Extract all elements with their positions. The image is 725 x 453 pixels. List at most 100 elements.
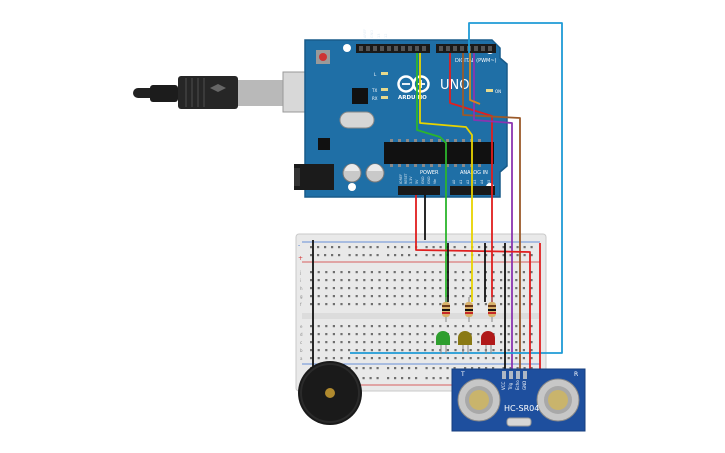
breadboard-hole [523,246,526,249]
breadboard-hole [432,246,435,249]
breadboard-hole [386,325,389,328]
svg-text:e: e [300,324,303,329]
breadboard-hole [378,325,381,328]
breadboard-hole [454,287,457,290]
breadboard-hole [332,287,335,290]
breadboard-hole [516,367,519,370]
breadboard-hole [530,254,533,257]
breadboard-hole [408,246,411,249]
breadboard-hole [370,333,373,336]
breadboard-hole [424,341,427,344]
breadboard-hole [355,271,358,274]
breadboard-hole [325,341,328,344]
breadboard-hole [515,333,518,336]
breadboard-hole [509,367,512,370]
breadboard-hole [310,295,313,298]
model-text: UNO [440,78,469,93]
breadboard-hole [387,246,390,249]
breadboard-hole [477,341,480,344]
breadboard-hole [355,303,358,306]
breadboard-hole [332,295,335,298]
breadboard-hole [453,367,456,370]
breadboard-hole [530,303,533,306]
breadboard-hole [317,349,320,352]
breadboard-hole [317,254,320,257]
breadboard-hole [530,357,533,360]
breadboard-hole [439,246,442,249]
led-label-on: ON [495,89,501,94]
breadboard-hole [477,303,480,306]
breadboard-hole [317,279,320,282]
breadboard-hole [370,279,373,282]
breadboard-hole [477,333,480,336]
breadboard-hole [393,287,396,290]
breadboard-hole [416,303,419,306]
breadboard-hole [310,271,313,274]
breadboard-hole [310,246,313,249]
breadboard-hole [401,254,404,257]
breadboard-hole [393,325,396,328]
breadboard-hole [454,295,457,298]
wire-yellow [419,53,473,302]
breadboard-hole [500,357,503,360]
breadboard-hole [408,254,411,257]
svg-text:g: g [300,294,303,299]
breadboard-hole [363,349,366,352]
breadboard-hole [376,254,379,257]
svg-text:RESET: RESET [404,172,408,184]
breadboard-hole [523,254,526,257]
breadboard-hole [416,271,419,274]
wire-red-signal [449,53,493,302]
svg-text:A0: A0 [452,180,456,184]
breadboard-hole [355,341,358,344]
breadboard-hole [431,287,434,290]
resistor-2 [465,297,473,322]
breadboard-hole [363,341,366,344]
breadboard-hole [446,367,449,370]
breadboard-hole [325,303,328,306]
breadboard-holes [310,246,533,380]
breadboard-hole [464,246,467,249]
breadboard-hole [416,333,419,336]
svg-text:IOREF: IOREF [399,174,403,184]
breadboard-hole [362,254,365,257]
breadboard-hole [522,279,525,282]
breadboard-hole [425,377,428,380]
breadboard-hole [492,287,495,290]
svg-text:A5: A5 [487,180,491,184]
wire-orange [469,53,481,105]
breadboard-hole [348,357,351,360]
breadboard-hole [386,303,389,306]
breadboard-hole [378,333,381,336]
breadboard-hole [453,254,456,257]
breadboard-hole [530,349,533,352]
breadboard-hole [471,367,474,370]
breadboard-hole [507,333,510,336]
breadboard-hole [509,254,512,257]
svg-text:AREF: AREF [363,29,367,38]
svg-text:12: 12 [384,34,388,38]
breadboard-hole [424,333,427,336]
breadboard-hole [415,377,418,380]
breadboard-hole [332,303,335,306]
breadboard-hole [431,325,434,328]
breadboard-hole [522,333,525,336]
breadboard-hole [500,295,503,298]
breadboard-hole [439,377,442,380]
breadboard-hole [415,254,418,257]
breadboard-hole [401,295,404,298]
breadboard-hole [348,333,351,336]
breadboard-hole [408,341,411,344]
breadboard-hole [310,287,313,290]
breadboard-hole [378,295,381,298]
sensor-pin-trig: Trig [508,382,513,391]
breadboard-hole [378,303,381,306]
breadboard-hole [355,325,358,328]
breadboard-hole [378,349,381,352]
breadboard-hole [500,271,503,274]
breadboard-hole [492,246,495,249]
green-led [436,331,450,354]
breadboard-hole [401,357,404,360]
breadboard-hole [332,341,335,344]
svg-text:A1: A1 [459,180,463,184]
